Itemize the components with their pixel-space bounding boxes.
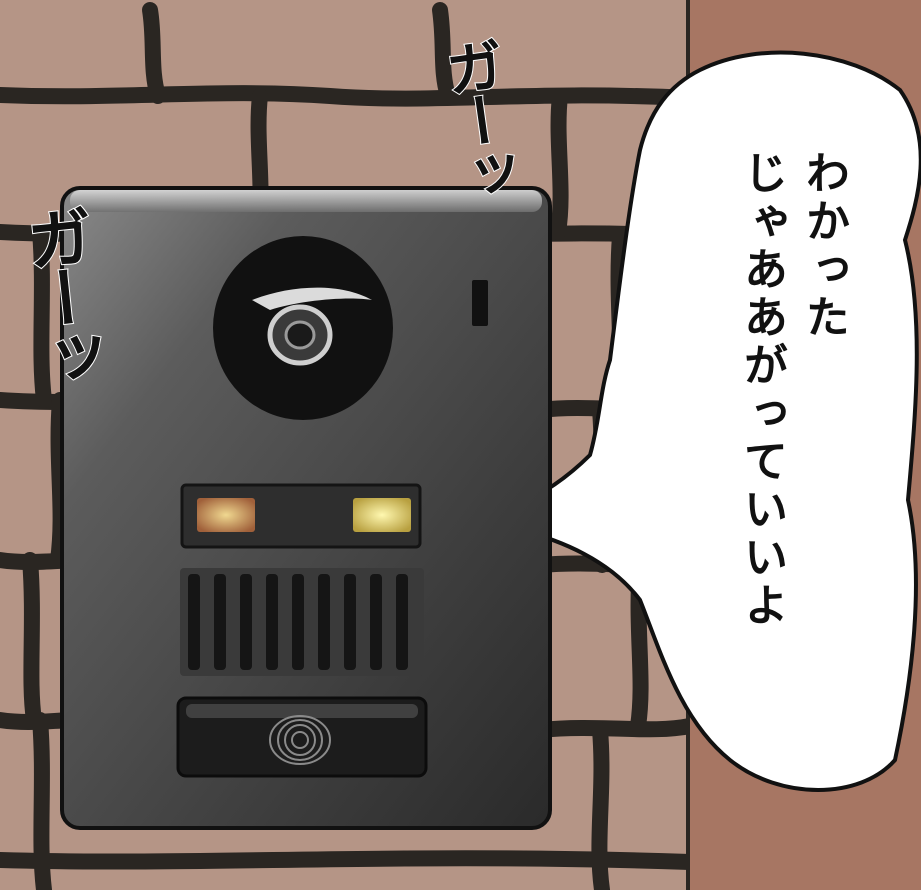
speech-line-1: わかった (798, 150, 849, 342)
camera-lens (213, 236, 393, 420)
intercom (60, 186, 552, 830)
speech-line-2: じゃああがっていいよ (736, 150, 787, 630)
speech-text: わかった じゃああがっていいよ (730, 150, 854, 710)
call-button (176, 696, 428, 778)
led-left (197, 498, 255, 532)
indicator-slot (472, 280, 488, 326)
led-right (353, 498, 411, 532)
sound-effect-left: ガーッ (12, 200, 109, 389)
speaker-grille (180, 568, 424, 676)
speech-bubble (472, 50, 921, 792)
